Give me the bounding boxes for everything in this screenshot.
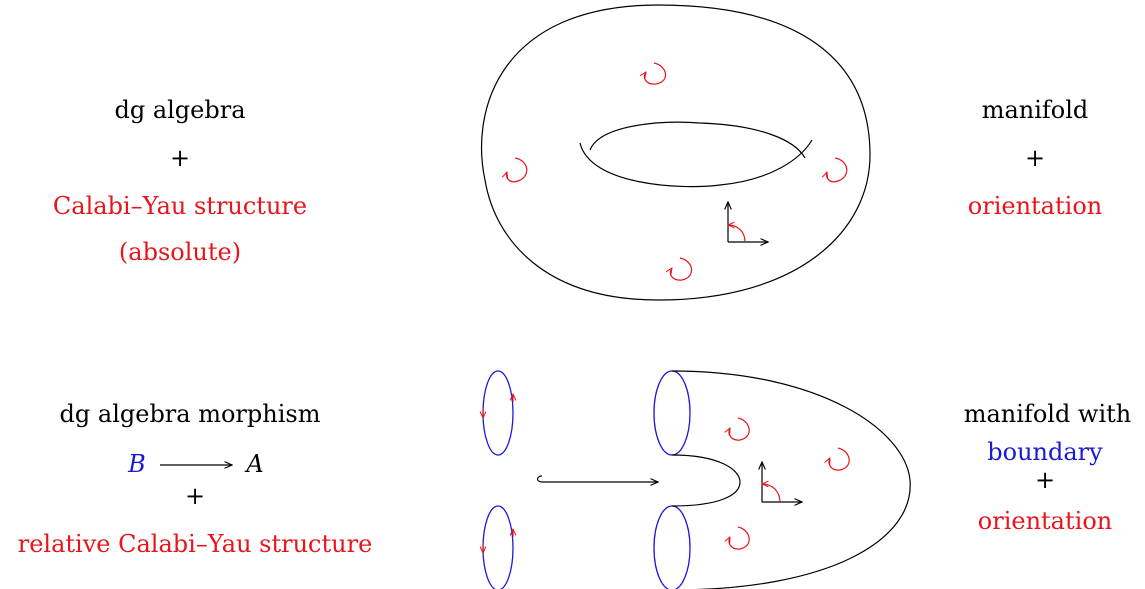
boundary-circle-lower	[483, 505, 513, 589]
top-right-orientation: orientation	[967, 192, 1103, 220]
bottom-left-plus: +	[184, 482, 206, 510]
bottom-right-title: manifold with	[963, 400, 1132, 428]
bottom-left-structure: relative Calabi–Yau structure	[17, 530, 373, 558]
top-left-plus: +	[169, 144, 191, 172]
bottom-right-plus: +	[1034, 466, 1056, 494]
torus-outline	[480, 4, 871, 301]
axes-frame-icon	[728, 202, 768, 242]
orientation-arrow-icon	[507, 62, 848, 281]
pants-surface	[653, 370, 911, 589]
boundary-circle-upper	[483, 370, 513, 456]
torus-hole-upper	[589, 121, 806, 159]
inclusion-arrow-icon	[536, 475, 659, 482]
top-right-plus: +	[1024, 144, 1046, 172]
top-left-structure: Calabi–Yau structure	[52, 192, 308, 220]
torus-hole-lower	[579, 139, 813, 188]
top-left-title: dg algebra	[114, 96, 246, 124]
top-left-qualifier: (absolute)	[118, 238, 242, 266]
axes-frame-icon	[762, 462, 802, 502]
bottom-left-title: dg algebra morphism	[59, 400, 321, 428]
morphism-source: B	[128, 450, 146, 478]
morphism-target: A	[246, 450, 264, 478]
orientation-arrow-icon	[729, 417, 850, 550]
top-right-title: manifold	[981, 96, 1089, 124]
bottom-right-orientation: orientation	[977, 507, 1113, 535]
bottom-right-boundary: boundary	[987, 438, 1103, 466]
